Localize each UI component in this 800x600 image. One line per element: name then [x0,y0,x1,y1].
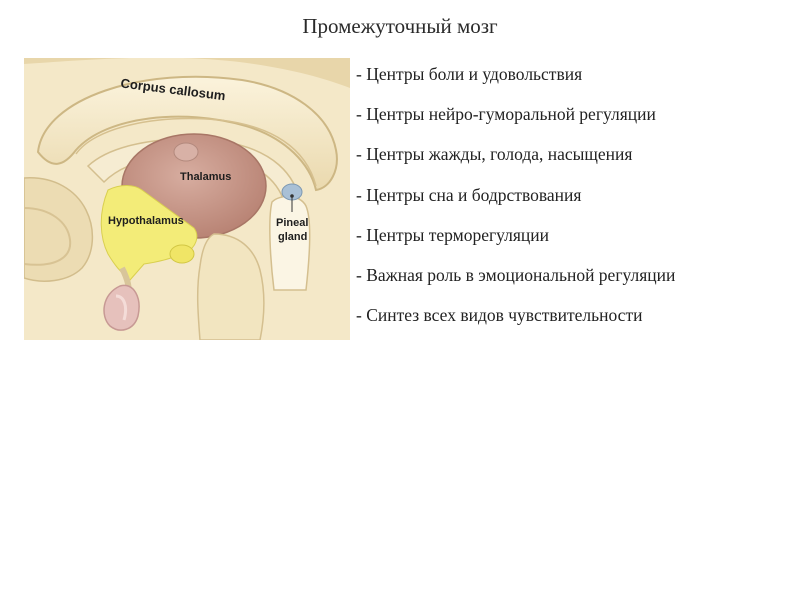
cortex-fold-left [24,177,94,282]
interthalamic-adhesion [173,142,199,162]
slide-title: Промежуточный мозг [302,14,498,38]
pituitary-gland [103,284,140,331]
list-item: - Важная роль в эмоциональной регуляции [356,264,676,285]
list-item: - Центры сна и бодрствования [356,184,582,205]
list-item: - Центры жажды, голода, насыщения [356,144,633,165]
label-thalamus: Thalamus [180,171,231,183]
pineal-pointer-dot [290,194,294,198]
list-item: - Центры терморегуляции [356,224,549,245]
label-pineal: Pineal [276,217,308,229]
brain-diagram-svg: Corpus callosum Thalamus Hypothalamus Pi… [24,58,350,340]
cortex-fold-top [24,58,350,88]
pituitary-highlight [115,294,128,321]
label-hypothalamus: Hypothalamus [108,215,184,227]
list-item: - Центры нейро-гуморальной регуляции [356,104,656,125]
list-item: - Центры боли и удовольствия [356,64,583,84]
brain-diagram: Corpus callosum Thalamus Hypothalamus Pi… [24,58,350,340]
corpus-callosum [36,75,338,192]
list-item: - Синтез всех видов чувствительности [356,305,643,326]
brainstem [196,233,265,340]
cortex-gyrus-left [24,207,72,266]
mammillary-body [169,244,195,264]
function-list: - Центры боли и удовольствия - Центры не… [356,64,675,345]
pineal-recess [269,195,311,291]
corpus-callosum-inner [75,117,317,187]
label-gland: gland [278,231,307,243]
